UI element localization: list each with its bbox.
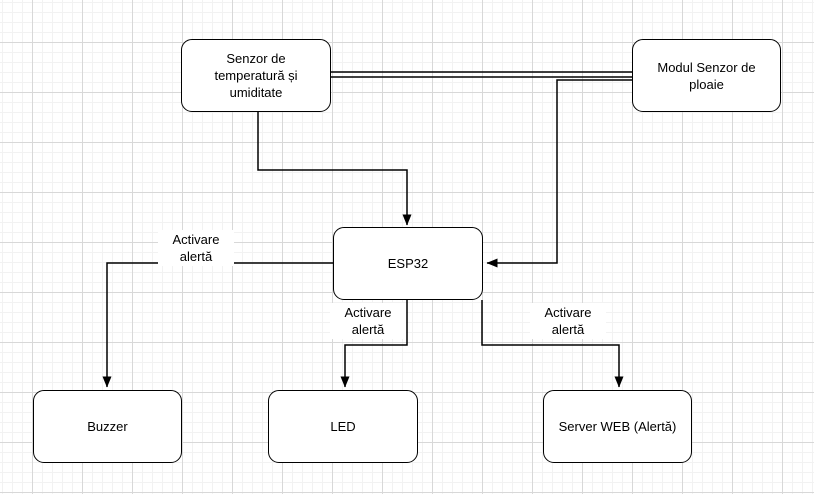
node-temperature-humidity-sensor[interactable]: Senzor de temperatură și umiditate [181, 39, 331, 112]
node-buzzer[interactable]: Buzzer [33, 390, 182, 463]
node-label: Buzzer [87, 419, 128, 434]
edge-rain-to-esp32 [486, 79, 632, 268]
edge-label-led-activare-alerta: Activare alertă [330, 303, 406, 339]
node-label: Modul Senzor de ploaie [657, 59, 756, 92]
edge-esp32-to-buzzer [102, 262, 333, 388]
node-led[interactable]: LED [268, 390, 418, 463]
node-esp32[interactable]: ESP32 [333, 227, 483, 300]
edge-temp-to-esp32 [257, 112, 412, 226]
node-label: ESP32 [387, 256, 429, 271]
node-rain-sensor-module[interactable]: Modul Senzor de ploaie [632, 39, 781, 112]
node-web-server-alert[interactable]: Server WEB (Alertă) [543, 390, 692, 463]
node-label: Senzor de temperatură și umiditate [214, 51, 298, 100]
edge-label-server-activare-alerta: Activare alertă [530, 303, 606, 339]
edge-label-buzzer-activare-alerta: Activare alertă [158, 230, 234, 266]
node-label: Server WEB (Alertă) [558, 419, 677, 434]
node-label: LED [330, 419, 356, 434]
